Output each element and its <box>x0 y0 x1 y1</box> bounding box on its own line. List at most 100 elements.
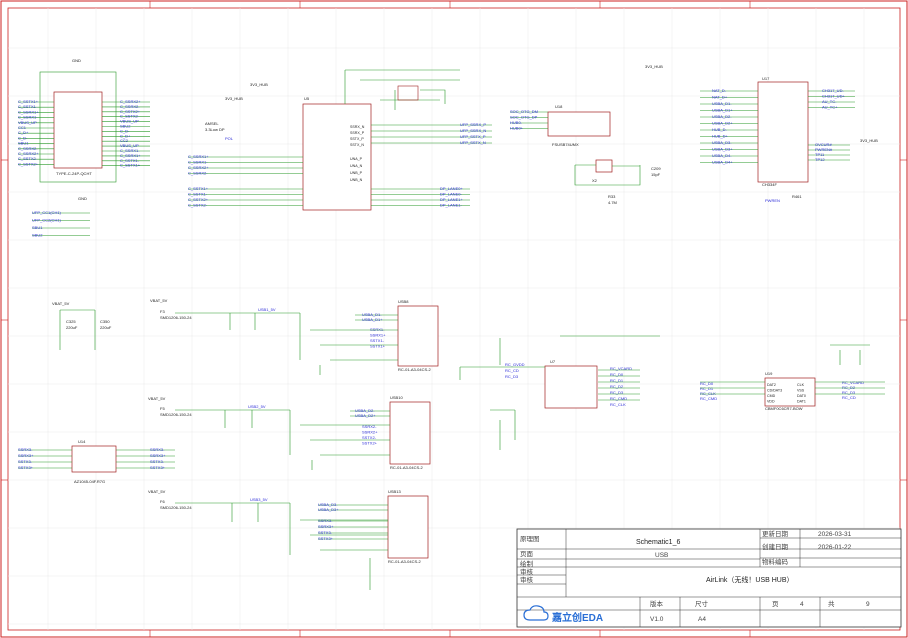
usb2-labels-item: SSRX2+ <box>362 430 378 435</box>
hub-left-item: USBA_D3- <box>712 140 732 145</box>
usb2-vbat: VBAT_5V <box>148 396 166 401</box>
card-labels-item: VSS <box>797 389 805 393</box>
typec-right-item: C_D+ <box>120 133 131 138</box>
hub-left-item: USBA_D1- <box>712 101 732 106</box>
switch-ref: U18 <box>555 104 563 109</box>
mux-left-item: C_SSTX2+ <box>188 197 209 202</box>
usb1-labels-item: SSRX1+ <box>370 333 386 338</box>
typec-right-item: C_SSRX1- <box>120 148 140 153</box>
typec-gnd-top: GND <box>72 58 81 63</box>
eda-logo-icon <box>523 605 549 621</box>
usb-switch-ic[interactable]: FSUSB74UMX U18 SOC_OTG_DMSOC_OTG_DPHUB0-… <box>510 104 611 147</box>
sd-labels-item: RC_VCARD <box>610 366 632 371</box>
tb-pagenum-value: 4 <box>800 601 804 608</box>
card-labels-item: RC_CLK <box>700 391 716 396</box>
mux-out-item: DP_LANE0+ <box>440 186 463 191</box>
usb1-labels-item: SSRX1- <box>370 327 385 332</box>
usb3-labels-item: USBA_D3+ <box>318 507 339 512</box>
sd-ref: U7 <box>550 359 556 364</box>
card-labels-item: DAT1 <box>797 400 806 404</box>
typec-right-item: C_SSRX2- <box>120 104 140 109</box>
mux-out-item: DP_LANE0- <box>440 192 462 197</box>
typec-right-item: C_SSTX2+ <box>120 109 141 114</box>
crystal-cap: C209 <box>651 166 661 171</box>
typec-left-item: C_D+ <box>18 130 29 135</box>
card-ref: U19 <box>765 371 773 376</box>
sd-labels-item: RC_GVDD <box>505 362 525 367</box>
hub-out-item: PWREN# <box>815 147 833 152</box>
hub-out-labels: CH317_UD-CH317_UD+AU_TC-AU_TC+OVCUR#PWRE… <box>808 88 855 162</box>
card-labels-item: CD/DAT3 <box>767 389 782 393</box>
typec-right-item: VBUS_UP <box>120 119 139 124</box>
typec-right-item: CC2 <box>120 138 129 143</box>
typec-right-item: C_D- <box>120 128 130 133</box>
sd-card-socket[interactable]: U19 CBMF0C6CR7-BOW RC_D0RC_D1RC_CLKRC_CM… <box>700 344 885 411</box>
mux-chip[interactable]: U5 AMSEL 3.3Low DP POL 3V3_HUB 3V3_HUB C… <box>188 82 492 211</box>
mux-right-item: SSTX_P <box>350 137 364 141</box>
sw-labels-item: HUB0+ <box>510 126 524 131</box>
tb-page-value: USB <box>655 552 668 559</box>
sd-labels-item: RC_D3 <box>610 390 624 395</box>
sd-controller[interactable]: U7 RC_GVDDRC_CDRC_D3RC_VCARDRC_D0RC_D1RC… <box>459 335 660 450</box>
usb3-labels-item: USB3_5V <box>250 497 268 502</box>
vbat-caps[interactable]: VBAT_5V C325 220uF C350 220uF <box>52 301 112 350</box>
mux-left-item: C_SSTX1- <box>188 192 208 197</box>
card-labels-item: DAT0 <box>797 394 806 398</box>
crystal-val: 15pF <box>651 172 661 177</box>
typec-left-labels: C_SSTX1+C_SSTX1-C_SSRX1+C_SSRX1-VBUS_UPC… <box>18 99 54 166</box>
mux-out-item: UFP_SSTX_N <box>460 140 486 145</box>
mux-out-item: UFP_SSRX_P <box>460 122 486 127</box>
tb-version-label: 版本 <box>650 599 664 608</box>
mux-out-item: UFP_SSTX_P <box>460 134 486 139</box>
esd-labels-item: SSTX3- <box>150 459 165 464</box>
esd-labels-item: SSTX3+ <box>18 465 34 470</box>
mux-pol: POL <box>225 136 234 141</box>
esd-labels-item: SSTX3- <box>18 459 33 464</box>
hub-left-item: USBA_D1+ <box>712 108 733 113</box>
usb2-fuse-part: SMD1206-150-24 <box>160 412 192 417</box>
typec-left-item: C_SSTX1- <box>18 104 38 109</box>
mux-right-item: SSRX_N <box>350 125 365 129</box>
tb-material-label: 物料编码 <box>762 557 789 566</box>
esd-labels: SSRX3-SSRX3+SSTX3-SSTX3+SSRX3-SSRX3+SSTX… <box>18 447 175 470</box>
hub-out-item: OVCUR# <box>815 142 832 147</box>
typec-left-item: C_SSRX1- <box>18 115 38 120</box>
esd-labels-item: SSRX3+ <box>150 453 166 458</box>
usb2-labels-item: USBA_D2- <box>355 408 375 413</box>
usb-a-port-1[interactable]: VBAT_5V F3 SMD1206-150-24 USB8 RC-01-A3-… <box>150 298 439 375</box>
typec-right-item: C_SSTX1- <box>120 158 140 163</box>
hub-controller[interactable]: U17 CH334F 3V3_HUB 3V3_HUB NAT_D-NAT_D+U… <box>645 64 878 203</box>
card-labels-item: RC_CD <box>842 395 856 400</box>
crystal-x2[interactable]: X2 C209 15pF R33 4.7M <box>574 159 661 205</box>
hub-out-item: TP11 <box>815 152 825 157</box>
sd-labels-item: RC_D1 <box>610 378 624 383</box>
mux-left-item: C_SSRX2+ <box>188 165 209 170</box>
usb-a-port-2[interactable]: VBAT_5V F5 SMD1206-150-24 USB10 RC-01-A3… <box>148 395 431 470</box>
usb2-labels-item: USBA_D2+ <box>355 413 376 418</box>
usb1-labels: USBA_D1-USBA_D1+USB1_5VSSRX1-SSRX1+SSTX1… <box>258 307 398 349</box>
esd-chip[interactable]: U14 AZ1045-04F.R7G SSRX3-SSRX3+SSTX3-SST… <box>18 439 175 484</box>
usb1-labels-item: USBA_D1- <box>362 312 382 317</box>
card-labels-item: RC_VCARD <box>842 380 864 385</box>
mux-left-item: C_SSTX1+ <box>188 186 209 191</box>
tb-drawn-label: 绘制 <box>520 559 534 568</box>
sw-labels-item: HUB0- <box>510 120 523 125</box>
esd-labels-item: SSRX3+ <box>18 453 34 458</box>
esd-labels-item: SSRX3- <box>18 447 33 452</box>
mux-out-item: DP_LANE1+ <box>440 197 463 202</box>
usb3-labels: USBA_D3-USBA_D3+USB3_5VSSRX3-SSRX3+SSTX3… <box>250 497 388 541</box>
typec-right-item: SBU2 <box>120 124 131 129</box>
inner-border <box>7 7 901 631</box>
cc-labels-item: UFP_CC2(CH1) <box>32 218 62 223</box>
hub-out-item: CH317_UD+ <box>822 94 845 99</box>
hub-left-labels: NAT_D-NAT_D+USBA_D1-USBA_D1+USBA_D2-USBA… <box>700 88 758 165</box>
usb-a-port-3[interactable]: VBAT_5V F6 SMD1206-150-24 USB13 RC-01-A3… <box>148 489 429 590</box>
usb1-vbat: VBAT_5V <box>150 298 168 303</box>
crystal-ref: X2 <box>592 178 598 183</box>
usb1-labels-item: SSTX1- <box>370 338 385 343</box>
typec-connector[interactable]: TYPE-C-24P-QCHT GND GND C_SSTX1+C_SSTX1-… <box>18 58 150 201</box>
